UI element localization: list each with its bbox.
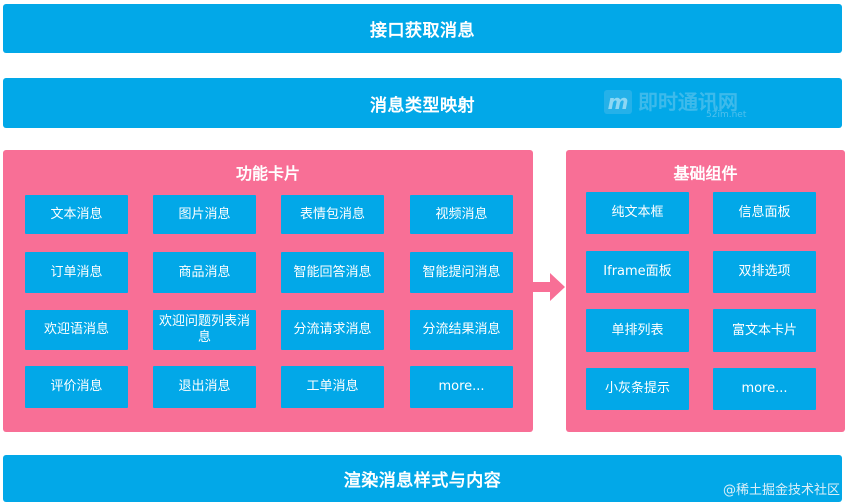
component-card: Iframe面板 xyxy=(586,251,689,293)
feature-card: 商品消息 xyxy=(153,252,256,293)
base-components-panel: 基础组件 纯文本框 信息面板 Iframe面板 双排选项 单排列表 富文本卡片 … xyxy=(566,150,845,432)
watermark-text: 即时通讯网 xyxy=(638,90,738,114)
feature-card: 分流结果消息 xyxy=(410,310,513,350)
component-card: 小灰条提示 xyxy=(586,368,689,410)
fetch-messages-bar: 接口获取消息 xyxy=(3,4,842,53)
arrow-right-icon xyxy=(533,273,565,301)
watermark-subtext: 52im.net xyxy=(706,110,747,120)
feature-card: more... xyxy=(410,366,513,408)
im-watermark: m 即时通讯网 52im.net xyxy=(604,82,774,124)
message-type-mapping-bar: 消息类型映射 xyxy=(3,78,842,128)
feature-card: 订单消息 xyxy=(25,252,128,293)
feature-cards-title: 功能卡片 xyxy=(235,164,300,183)
component-card: 富文本卡片 xyxy=(713,309,816,352)
component-card: 信息面板 xyxy=(713,192,816,234)
base-components-title: 基础组件 xyxy=(673,164,738,183)
component-card: more... xyxy=(713,368,816,410)
feature-card: 表情包消息 xyxy=(281,195,384,234)
feature-card: 分流请求消息 xyxy=(281,310,384,350)
feature-card: 欢迎语消息 xyxy=(25,310,128,350)
feature-cards-panel: 功能卡片 文本消息 图片消息 表情包消息 视频消息 订单消息 商品消息 智能回答… xyxy=(3,150,533,432)
feature-card: 退出消息 xyxy=(153,366,256,408)
render-styles-bar: 渲染消息样式与内容 xyxy=(3,455,842,502)
feature-card: 欢迎问题列表消息 xyxy=(153,310,256,350)
component-card: 纯文本框 xyxy=(586,192,689,234)
feature-card: 智能提问消息 xyxy=(410,252,513,293)
component-card: 双排选项 xyxy=(713,251,816,293)
feature-card: 图片消息 xyxy=(153,195,256,234)
feature-card: 工单消息 xyxy=(281,366,384,408)
feature-card: 文本消息 xyxy=(25,195,128,234)
component-card: 单排列表 xyxy=(586,309,689,352)
feature-card: 评价消息 xyxy=(25,366,128,408)
feature-card: 智能回答消息 xyxy=(281,252,384,293)
feature-card: 视频消息 xyxy=(410,195,513,234)
source-credit: @稀土掘金技术社区 xyxy=(722,483,840,498)
watermark-logo-icon: m xyxy=(604,90,632,114)
